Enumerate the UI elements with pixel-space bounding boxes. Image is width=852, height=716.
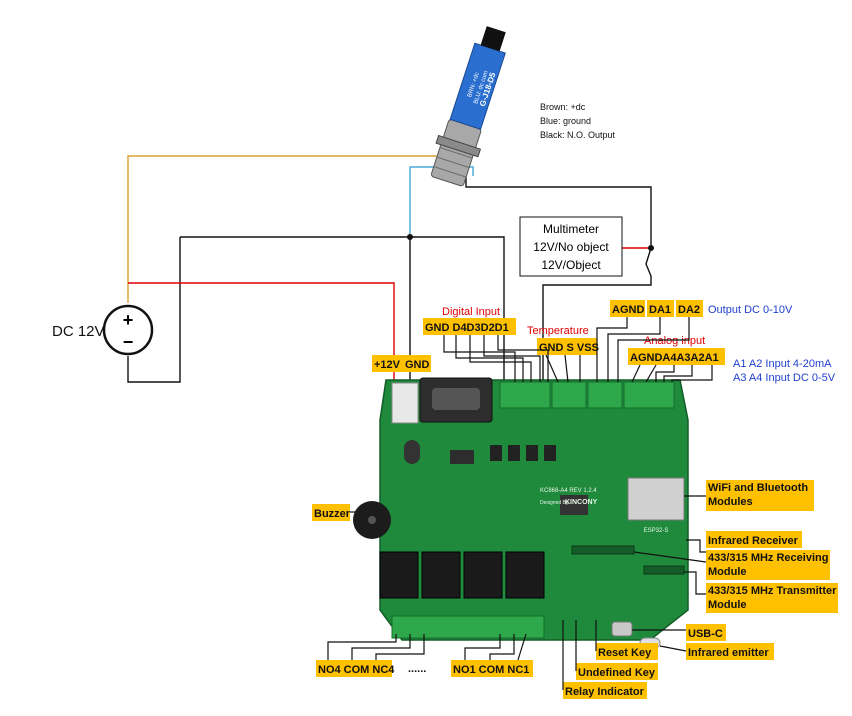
terminal-digital: [499, 381, 551, 409]
sensor-nut: [435, 134, 482, 158]
gnd-tag: [403, 355, 431, 372]
db9-port: [432, 388, 480, 410]
ir-emitter-tag: [686, 643, 774, 660]
note-black: Black: N.O. Output: [540, 130, 616, 140]
no4-tag: [316, 660, 392, 677]
board-brand: KINCONY: [565, 499, 598, 506]
no1-tag: [451, 660, 533, 677]
kc868-a4-board: KC868-A4 REV 1.2.4 Designed By KINCONY E…: [353, 377, 689, 649]
plus12v-tag: [372, 355, 403, 372]
multimeter-no-object: 12V/No object: [533, 240, 609, 254]
analog-pins-tag: [628, 348, 725, 365]
tag-da1-text: DA1: [649, 304, 671, 316]
digital-pins-text: GND D4D3D2D1: [425, 322, 509, 334]
relay-1: [505, 551, 545, 599]
junction-dot: [407, 234, 413, 240]
undefined-key-tag: [576, 663, 658, 680]
multimeter-box: Multimeter 12V/No object 12V/Object: [519, 216, 623, 277]
temperature-pins-tag: [537, 338, 597, 355]
tx433-text: 433/315 MHz Transmitter Module: [708, 585, 837, 611]
ir-emitter-text: Infrared emitter: [688, 647, 769, 659]
junction-dot: [648, 245, 654, 251]
wifi-text: WiFi and Bluetooth Modules: [708, 482, 809, 508]
wire-red-12v: [128, 282, 395, 380]
reset-tag: [596, 643, 658, 660]
output-leaders: [596, 317, 690, 382]
usbc-text: USB-C: [688, 628, 723, 640]
wire-brown-positive: [127, 152, 462, 303]
power-label: DC 12V: [52, 323, 105, 340]
dots-text: ......: [408, 663, 426, 675]
rx433-tag: [706, 550, 830, 580]
tag-agnd-text: AGND: [612, 304, 644, 316]
temperature-pins-text: GND S VSS: [539, 342, 599, 354]
proximity-sensor: BRN: +dc BLU: dc com G-J18-D5: [430, 26, 506, 187]
analog-leaders: [631, 364, 713, 383]
digital-leaders: [443, 335, 549, 382]
rx433-text: 433/315 MHz Receiving Module: [708, 552, 829, 578]
usb-c-port: [611, 621, 633, 637]
digital-input-heading: Digital Input: [442, 306, 500, 318]
relay-3: [421, 551, 461, 599]
usbc-tag: [686, 624, 726, 641]
note-brown: Brown: +dc: [540, 102, 586, 112]
analog-input-heading: Analog input: [644, 335, 705, 347]
tag-da2: [676, 300, 703, 317]
wire-black-output: [465, 170, 652, 380]
power-source-icon: [102, 304, 154, 356]
analog-note-2: A3 A4 Input DC 0-5V: [733, 372, 836, 384]
relay-2: [463, 551, 503, 599]
wifi-tag: [706, 480, 814, 511]
terminal-output: [587, 381, 623, 409]
board-designed-by: Designed By: [540, 500, 569, 506]
undefined-key-text: Undefined Key: [578, 667, 656, 679]
relay-indicator-tag: [563, 682, 647, 699]
reset-text: Reset Key: [598, 647, 652, 659]
terminal-relays: [391, 615, 545, 639]
no1-text: NO1 COM NC1: [453, 664, 529, 676]
note-blue: Blue: ground: [540, 116, 591, 126]
terminal-analog: [623, 381, 675, 409]
analog-pins-text: AGNDA4A3A2A1: [630, 352, 719, 364]
sensor-cable-boot: [480, 26, 506, 52]
buzzer-tag: [312, 504, 350, 521]
temperature-heading: Temperature: [527, 325, 589, 337]
terminal-temperature: [551, 381, 587, 409]
tag-agnd: [610, 300, 645, 317]
wire-psu-negative: [127, 236, 410, 383]
esp32-module: [627, 477, 685, 521]
gnd-text: GND: [405, 359, 430, 371]
esp-label: ESP32-S: [644, 528, 669, 534]
board-model: KC868-A4 REV 1.2.4: [540, 488, 597, 494]
output-dc-heading: Output DC 0-10V: [708, 304, 793, 316]
capacitor: [404, 440, 420, 464]
plus-sign: +: [123, 310, 134, 330]
tag-da1: [647, 300, 674, 317]
main-chip: [560, 495, 588, 515]
relay-indicator-text: Relay Indicator: [565, 686, 645, 698]
dc-power-supply: + − DC 12V: [52, 304, 154, 356]
plus12v-text: +12V: [374, 359, 401, 371]
multimeter-object: 12V/Object: [541, 258, 601, 272]
analog-note-1: A1 A2 Input 4-20mA: [733, 358, 832, 370]
buzzer-text: Buzzer: [314, 508, 351, 520]
tx433-tag: [706, 583, 838, 613]
sensor-body: [449, 42, 506, 130]
tag-da2-text: DA2: [678, 304, 700, 316]
digital-pins-tag: [423, 318, 516, 335]
ir-receiver-tag: [706, 531, 802, 548]
minus-sign: −: [123, 332, 134, 352]
temperature-leaders: [545, 354, 581, 383]
no4-text: NO4 COM NC4: [318, 664, 395, 676]
terminal-power: [391, 382, 419, 424]
relay-4: [379, 551, 419, 599]
ir-receiver-text: Infrared Receiver: [708, 535, 799, 547]
multimeter-title: Multimeter: [543, 222, 599, 236]
